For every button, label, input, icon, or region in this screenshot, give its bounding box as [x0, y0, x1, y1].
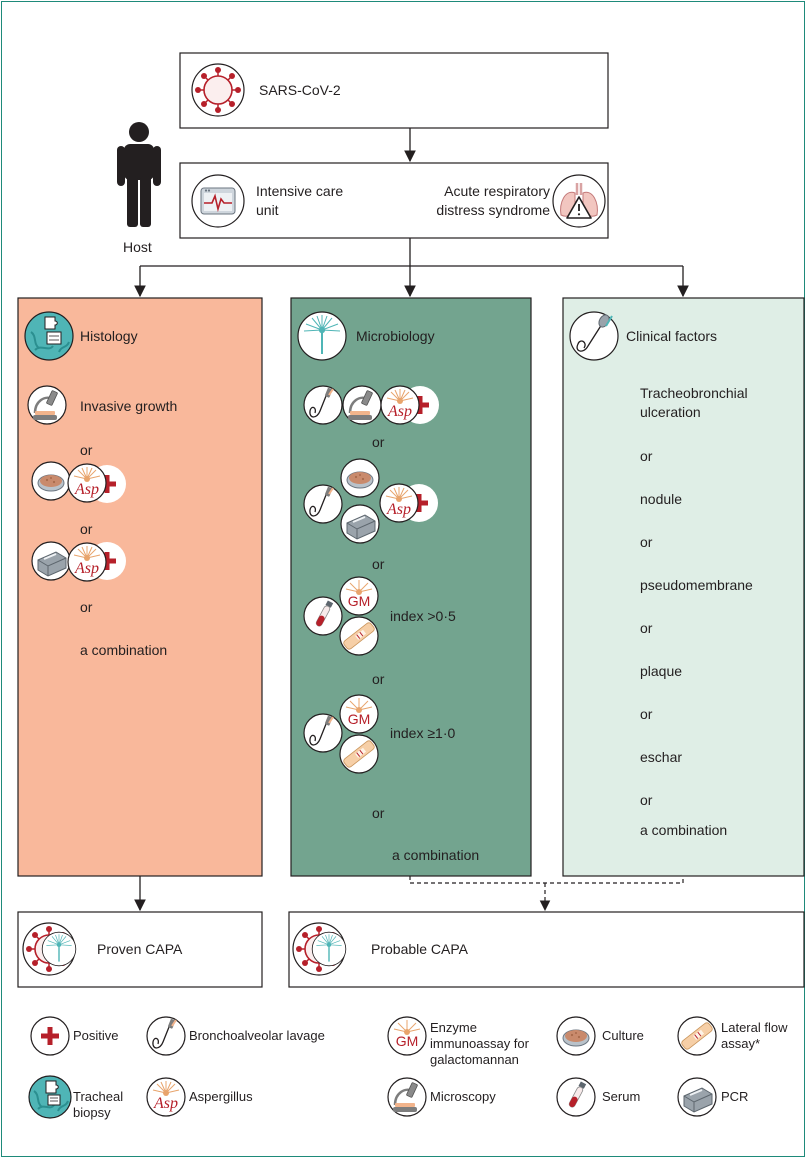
mold-icon — [297, 311, 347, 361]
dashed-merge-line — [409, 876, 684, 884]
probable-capa-box — [288, 911, 805, 988]
clinical-combination-label: a combination — [640, 822, 728, 838]
person-icon — [117, 122, 161, 227]
or-label: or — [372, 805, 385, 821]
asp-label: Asp — [74, 560, 99, 577]
or-label: or — [372, 671, 385, 687]
legend-serum-label: Serum — [602, 1089, 641, 1104]
positive-icon — [30, 1016, 70, 1056]
invasive-growth-label: Invasive growth — [80, 398, 178, 414]
mold-icon — [311, 931, 347, 967]
legend-microscopy-label: Microscopy — [430, 1089, 496, 1104]
microbiology-title: Microbiology — [356, 328, 435, 344]
probable-capa-label: Probable CAPA — [371, 941, 469, 957]
pcr-icon — [677, 1077, 717, 1117]
legend-pcr-label: PCR — [721, 1089, 749, 1104]
gm-bal-index-label: index ≥1·0 — [390, 725, 456, 741]
clinical-item-eschar: eschar — [640, 749, 683, 765]
clinical-item-ulceration: Tracheobronchial ulceration — [640, 385, 748, 420]
bronchoalveolar-lavage-icon — [303, 385, 343, 425]
legend-positive-label: Positive — [73, 1028, 119, 1043]
or-label: or — [80, 599, 93, 615]
gm-label: GM — [348, 711, 371, 727]
icu-monitor-icon — [191, 174, 245, 228]
ards-label: Acute respiratory distress syndrome — [436, 183, 550, 218]
asp-label: Asp — [386, 501, 411, 518]
asp-label: Asp — [387, 403, 412, 420]
bronchoalveolar-lavage-icon — [303, 484, 343, 524]
virus-icon — [191, 63, 245, 117]
serum-icon — [303, 596, 343, 636]
or-label: or — [640, 792, 653, 808]
legend-bal-label: Bronchoalveolar lavage — [189, 1028, 325, 1043]
or-label: or — [372, 434, 385, 450]
pcr-icon — [340, 504, 380, 544]
serum-icon — [556, 1077, 596, 1117]
bronchoscope-icon — [569, 311, 619, 361]
microscopy-icon — [386, 1076, 428, 1118]
or-label: or — [640, 534, 653, 550]
histology-combination-label: a combination — [80, 642, 168, 658]
microbiology-box — [290, 297, 532, 877]
proven-capa-label: Proven CAPA — [97, 941, 183, 957]
or-label: or — [640, 448, 653, 464]
culture-icon — [31, 461, 71, 501]
lungs-warning-icon — [551, 173, 607, 229]
gm-label: GM — [396, 1033, 419, 1049]
clinical-item-nodule: nodule — [640, 491, 683, 507]
icu-label: Intensive care unit — [256, 183, 344, 218]
legend-eia-gm-label: Enzyme immunoassay for galactomannan — [430, 1020, 529, 1067]
or-label: or — [640, 706, 653, 722]
legend-lfa-label: Lateral flow assay* — [721, 1020, 788, 1051]
legend-tracheal-biopsy-label: Tracheal biopsy — [73, 1089, 124, 1120]
lateral-flow-icon — [677, 1016, 717, 1056]
histology-box — [17, 297, 263, 877]
mold-icon — [41, 931, 77, 967]
bronchoalveolar-lavage-icon — [303, 713, 343, 753]
asp-label: Asp — [74, 481, 99, 498]
gm-serum-index-label: index >0·5 — [390, 608, 456, 624]
virus-box — [179, 52, 609, 129]
legend-culture-label: Culture — [602, 1028, 644, 1043]
or-label: or — [80, 521, 93, 537]
clinical-box — [562, 297, 805, 877]
gm-label: GM — [348, 593, 371, 609]
culture-icon — [556, 1016, 596, 1056]
bronchoalveolar-lavage-icon — [146, 1016, 186, 1056]
legend-aspergillus-label: Aspergillus — [189, 1089, 253, 1104]
clinical-title: Clinical factors — [626, 328, 718, 344]
histology-title: Histology — [80, 328, 138, 344]
asp-label: Asp — [153, 1095, 178, 1112]
clinical-item-pseudomembrane: pseudomembrane — [640, 577, 753, 593]
or-label: or — [372, 556, 385, 572]
tracheal-biopsy-icon — [24, 311, 74, 361]
clinical-item-plaque: plaque — [640, 663, 683, 679]
or-label: or — [80, 442, 93, 458]
tracheal-biopsy-icon — [28, 1075, 72, 1119]
virus-label: SARS-CoV-2 — [259, 82, 341, 98]
microscopy-icon — [26, 384, 68, 426]
pcr-icon — [31, 541, 71, 581]
or-label: or — [640, 620, 653, 636]
lateral-flow-icon — [339, 616, 379, 656]
host-label: Host — [123, 239, 152, 255]
culture-icon — [340, 458, 380, 498]
microbiology-combination-label: a combination — [392, 847, 480, 863]
microscopy-icon — [341, 384, 383, 426]
lateral-flow-icon — [339, 734, 379, 774]
icu-ards-box — [179, 162, 609, 239]
